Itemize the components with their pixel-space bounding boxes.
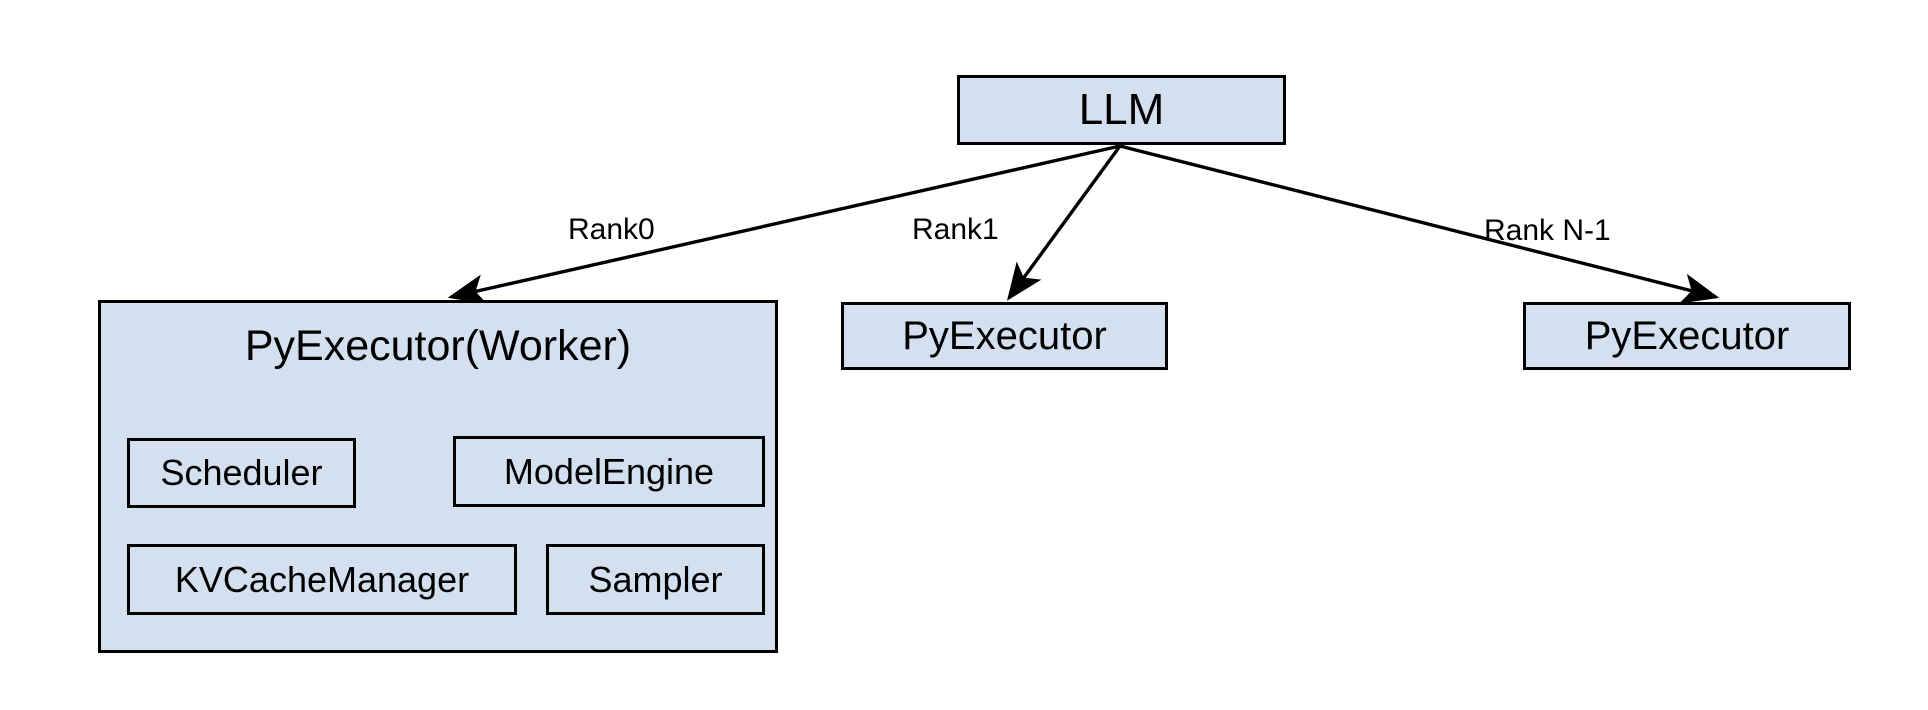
node-pyexecutor-rank1-label: PyExecutor	[902, 314, 1107, 358]
node-llm-label: LLM	[1078, 84, 1165, 134]
node-pyexecutor-rank1[interactable]: PyExecutor	[841, 302, 1168, 370]
node-scheduler[interactable]: Scheduler	[127, 438, 356, 508]
node-model-engine-label: ModelEngine	[503, 450, 715, 492]
node-pyexecutor-worker-label: PyExecutor(Worker)	[244, 322, 632, 370]
node-kv-cache-manager-label: KVCacheManager	[174, 558, 470, 600]
node-pyexecutor-rank-n-1[interactable]: PyExecutor	[1523, 302, 1851, 370]
node-scheduler-label: Scheduler	[160, 452, 323, 494]
node-pyexecutor-worker[interactable]: PyExecutor(Worker) Scheduler ModelEngine…	[98, 300, 778, 653]
edge-label-rank-n-1: Rank N-1	[1484, 214, 1611, 247]
edge-llm-to-worker	[447, 144, 1121, 305]
edge-llm-to-executor-rank1	[1006, 144, 1122, 301]
node-model-engine[interactable]: ModelEngine	[453, 436, 765, 507]
edge-label-rank0: Rank0	[568, 213, 655, 246]
edge-llm-to-executor-rankn	[1119, 144, 1720, 304]
node-sampler-label: Sampler	[588, 558, 723, 600]
node-llm[interactable]: LLM	[957, 75, 1286, 145]
node-kv-cache-manager[interactable]: KVCacheManager	[127, 544, 517, 615]
edge-label-rank1: Rank1	[912, 213, 999, 246]
node-pyexecutor-rank-n-1-label: PyExecutor	[1584, 314, 1790, 358]
node-sampler[interactable]: Sampler	[546, 544, 765, 615]
